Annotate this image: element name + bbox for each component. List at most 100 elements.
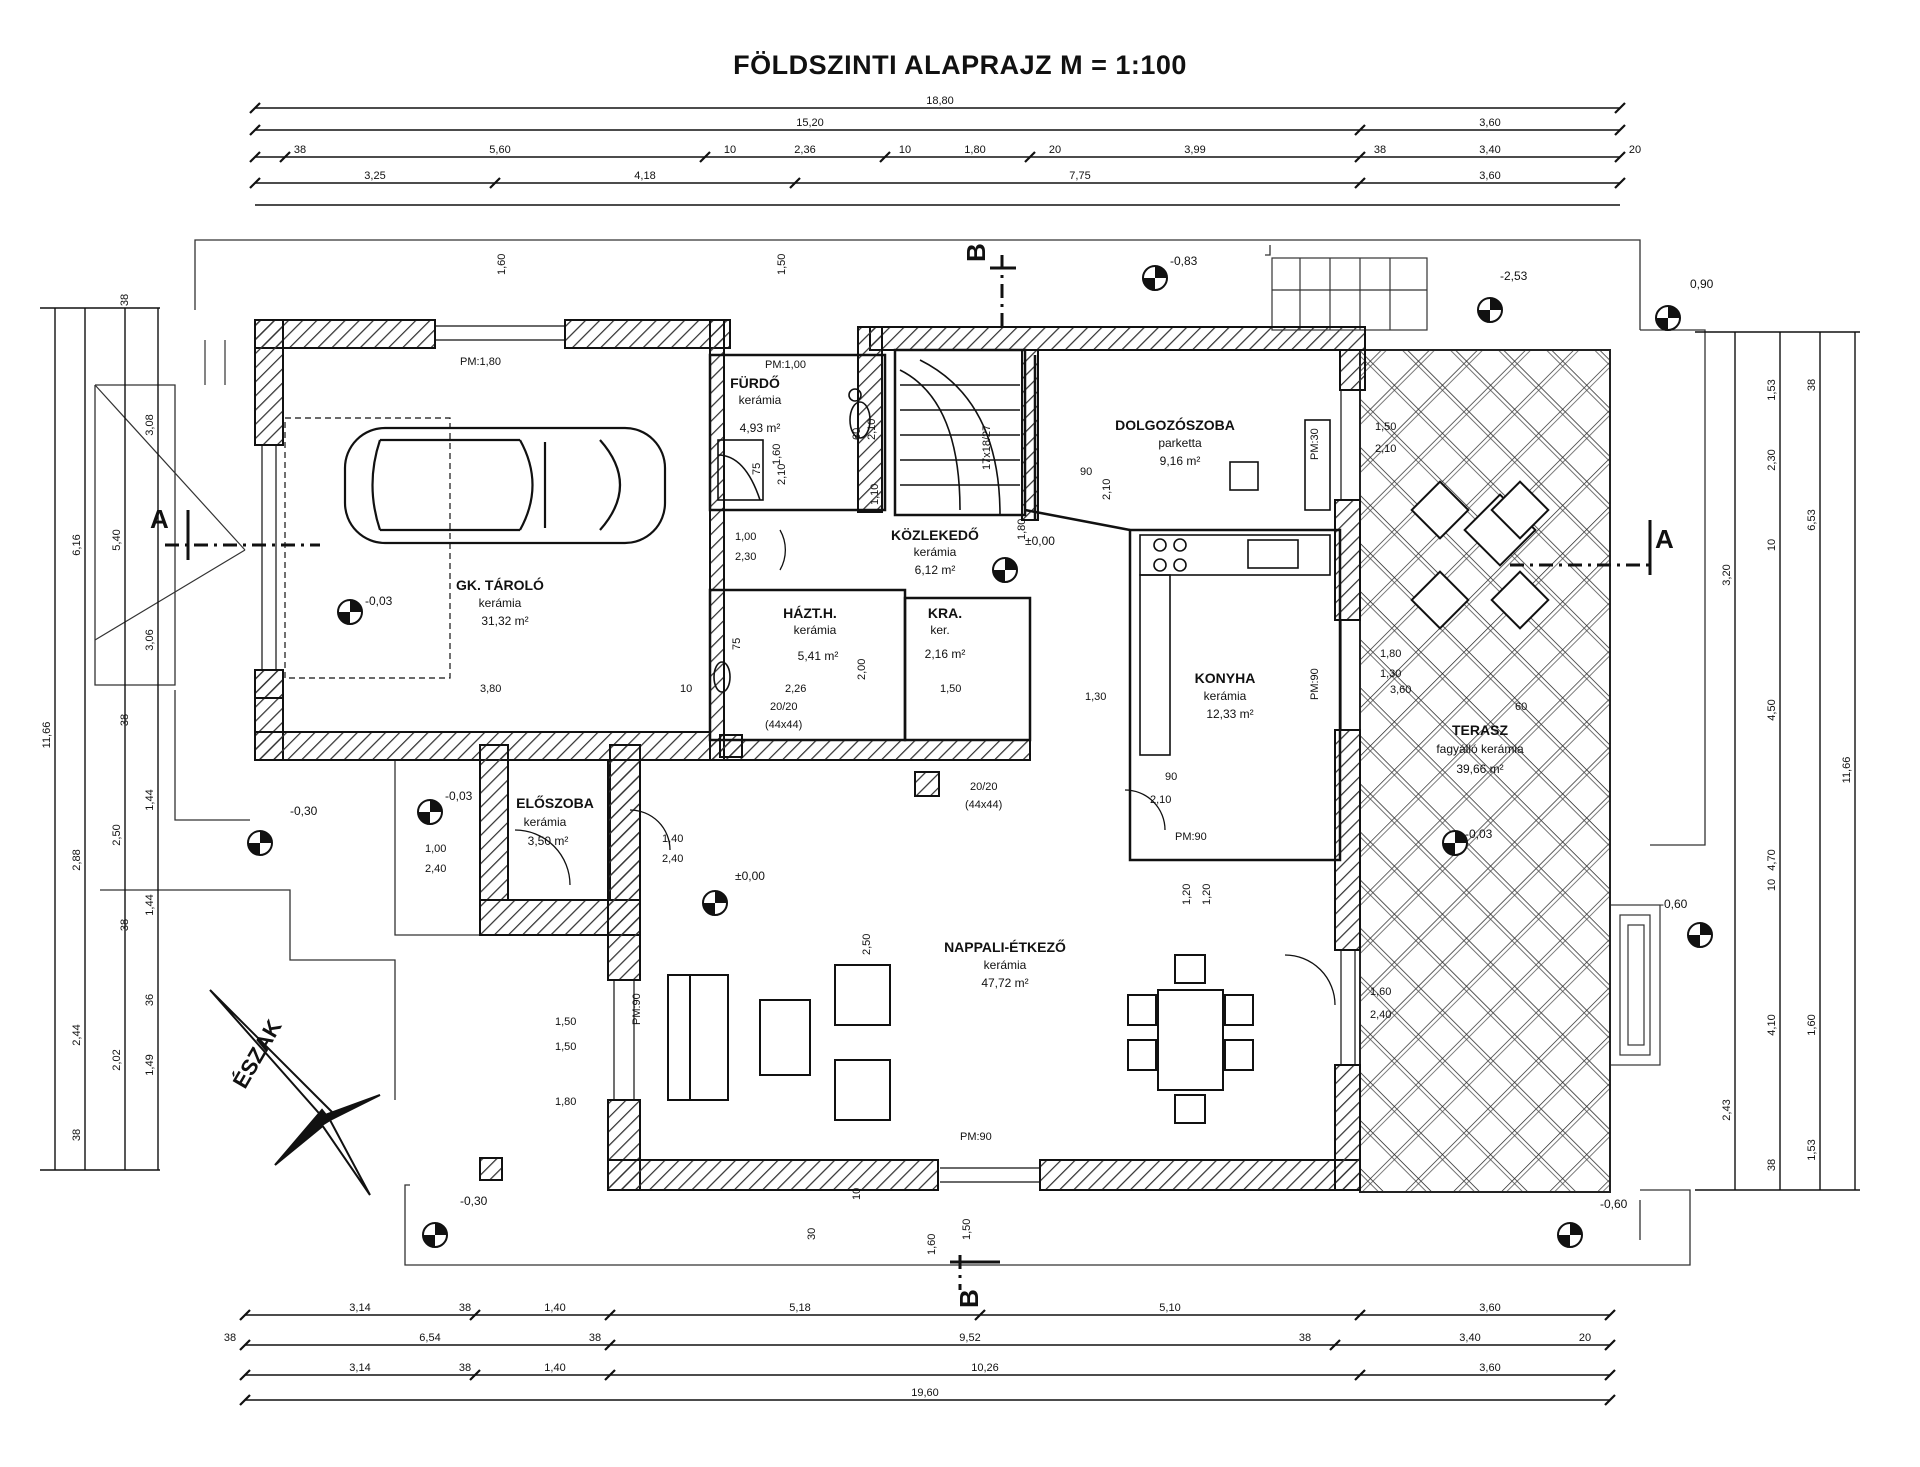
annot: 3,60 — [1390, 684, 1411, 696]
room-garage-finish: kerámia — [479, 596, 522, 610]
room-terrace-area: 39,66 m² — [1456, 762, 1503, 776]
annot: 1,30 — [1380, 668, 1401, 680]
dim-label: 1,53 — [1806, 1139, 1818, 1160]
annot: 2,10 — [776, 464, 788, 485]
dim-label: 15,20 — [796, 117, 824, 129]
level-marker-icon — [992, 557, 1018, 583]
dim-label: 38 — [459, 1362, 471, 1374]
north-label: ÉSZAK — [228, 1015, 287, 1092]
level-marker-icon — [337, 599, 363, 625]
level-label: -0,83 — [1170, 254, 1198, 268]
annot: 60 — [851, 428, 863, 440]
dim-label: 38 — [1766, 1159, 1778, 1171]
dim-label: 5,18 — [789, 1302, 810, 1314]
room-study-finish: parketta — [1158, 436, 1202, 450]
opening-labels: PM:1,80 PM:1,00 PM:90 PM:90 PM:90 PM:30 … — [425, 356, 1401, 1143]
dim-label: 36 — [144, 994, 156, 1006]
dim-label: 1,60 — [1806, 1014, 1818, 1035]
annot: 10 — [680, 683, 692, 695]
annot: (44x44) — [965, 799, 1002, 811]
level-label: ±0,00 — [1025, 534, 1055, 548]
dim-label: 1,40 — [544, 1362, 565, 1374]
annot: 1,10 — [869, 484, 881, 505]
level-label: -0,03 — [445, 789, 473, 803]
dim-label: 3,60 — [1479, 117, 1500, 129]
room-utility-area: 5,41 m² — [798, 649, 839, 663]
level-label: 0,90 — [1690, 277, 1714, 291]
terrace-paving — [1359, 349, 1611, 1193]
dim-label: 38 — [1374, 144, 1386, 156]
dim-label: 3,40 — [1479, 144, 1500, 156]
annot: 1,20 — [1181, 884, 1193, 905]
annot: PM:30 — [1309, 428, 1321, 460]
dim-label: 38 — [119, 294, 131, 306]
dim-label: 1,53 — [1766, 379, 1778, 400]
interior-dims: 60 1,60 60 2,10 75 2,10 75 1,10 90 2,10 … — [480, 254, 1527, 1255]
annot: 1,50 — [555, 1041, 576, 1053]
annot: 3,80 — [480, 683, 501, 695]
dim-label: 11,66 — [41, 722, 53, 749]
level-marker-icon — [422, 1222, 448, 1248]
dimension-lines — [40, 107, 1860, 1401]
room-entry-name: ELŐSZOBA — [516, 794, 594, 811]
annot: 90 — [1165, 771, 1177, 783]
level-marker-icon — [1687, 922, 1713, 948]
terrace-furniture — [1410, 480, 1550, 630]
annot: 1,80 — [1380, 648, 1401, 660]
annot: 1,50 — [555, 1016, 576, 1028]
level-label: -0,03 — [365, 594, 393, 608]
section-mark-a-right: A — [1655, 524, 1674, 554]
room-living-finish: kerámia — [984, 958, 1027, 972]
dim-label: 38 — [119, 714, 131, 726]
dim-label: 3,40 — [1459, 1332, 1480, 1344]
dim-label: 5,60 — [489, 144, 510, 156]
dim-label: 1,40 — [544, 1302, 565, 1314]
study-desk — [1229, 419, 1331, 511]
room-pantry-finish: ker. — [930, 623, 949, 637]
dim-label: 20 — [1049, 144, 1061, 156]
terrace-stairs — [1271, 257, 1428, 331]
annot: 2,00 — [856, 659, 868, 680]
bath-fixtures — [713, 388, 871, 693]
level-label: ±0,00 — [735, 869, 765, 883]
dim-label: 11,66 — [1841, 757, 1853, 784]
room-kitchen-finish: kerámia — [1204, 689, 1247, 703]
room-terrace-name: TERASZ — [1452, 722, 1508, 738]
section-mark-b-top: B — [961, 243, 991, 262]
annot: 1,60 — [771, 444, 783, 465]
annot: 2,40 — [1370, 1009, 1391, 1021]
room-utility-finish: kerámia — [794, 623, 837, 637]
level-marker-icon — [1442, 830, 1468, 856]
kitchen-counter — [1139, 534, 1331, 756]
dim-label: 3,06 — [144, 629, 156, 650]
dim-label: 4,70 — [1766, 849, 1778, 870]
level-marker-icon — [1655, 305, 1681, 331]
dim-label: 38 — [71, 1129, 83, 1141]
annot: 2,10 — [866, 419, 878, 440]
dim-label: 1,80 — [964, 144, 985, 156]
dim-label: 10 — [1766, 879, 1778, 891]
annot: 1,50 — [776, 254, 788, 275]
dim-label: 2,02 — [111, 1049, 123, 1070]
section-mark-b-bottom: B — [954, 1289, 984, 1308]
level-marker-icon — [1142, 265, 1168, 291]
annot: PM:90 — [1175, 831, 1207, 843]
annot: 1,50 — [940, 683, 961, 695]
dim-label: 4,50 — [1766, 699, 1778, 720]
room-utility-name: HÁZT.H. — [783, 605, 837, 621]
room-corridor-area: 6,12 m² — [915, 563, 956, 577]
dim-label: 38 — [1299, 1332, 1311, 1344]
dim-label: 3,08 — [144, 414, 156, 435]
north-arrow-icon — [209, 989, 381, 1196]
section-mark-a-left: A — [150, 504, 169, 534]
dim-label: 2,88 — [71, 849, 83, 870]
room-bath-finish: kerámia — [739, 393, 782, 407]
annot: 1,50 — [1375, 421, 1396, 433]
dim-label: 20 — [1579, 1332, 1591, 1344]
dim-label: 3,14 — [349, 1302, 370, 1314]
annot: (44x44) — [765, 719, 802, 731]
room-terrace-finish: fagyálló kerámia — [1436, 742, 1524, 756]
dim-label: 3,99 — [1184, 144, 1205, 156]
level-marker-icon — [1557, 1222, 1583, 1248]
dim-label: 4,10 — [1766, 1014, 1778, 1035]
